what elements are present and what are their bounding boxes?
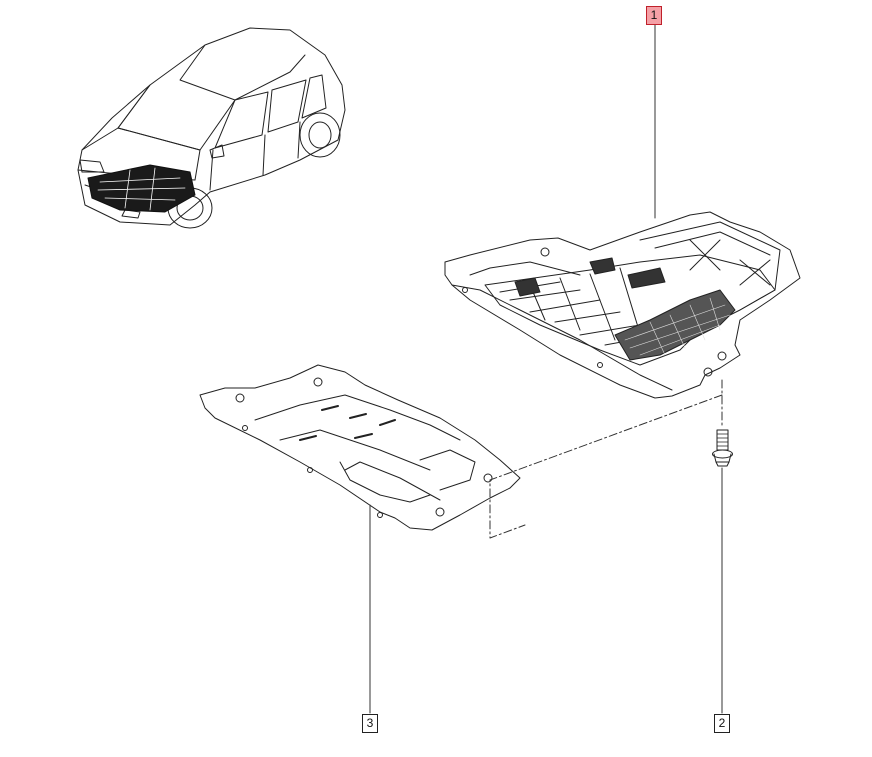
callout-1[interactable]: 1: [646, 6, 662, 25]
callout-2[interactable]: 2: [714, 714, 730, 733]
underbody-tray-part-3: [199, 364, 521, 531]
bolt-part-2: [712, 429, 733, 467]
car-locator-icon: [77, 27, 346, 229]
leader-lines: [369, 24, 723, 714]
engine-undertray-part-1: [444, 211, 801, 399]
callout-3[interactable]: 3: [362, 714, 378, 733]
